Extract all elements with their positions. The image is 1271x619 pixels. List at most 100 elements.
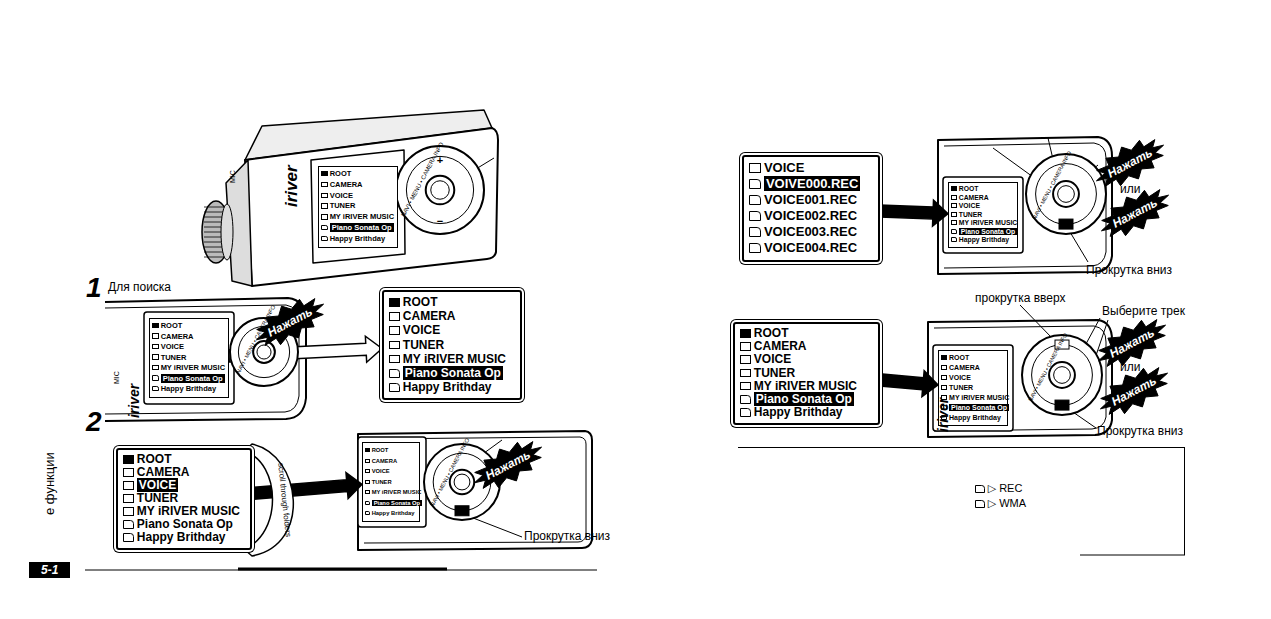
annotation-label: е функции — [43, 452, 56, 515]
menu-item: VOICE — [959, 202, 980, 209]
file-icon — [365, 448, 370, 452]
menu-item: MY iRIVER MUSIC — [403, 352, 506, 366]
menu-line: CAMERA — [152, 332, 226, 343]
file-icon — [951, 220, 957, 225]
note-border — [1080, 555, 1185, 556]
menu-item: ▷ REC — [988, 482, 1023, 494]
press-starburst — [1100, 368, 1167, 415]
menu-item: Piano Sonata Op — [330, 223, 394, 232]
menu-item: VOICE001.REC — [764, 192, 857, 207]
menu-item: MY iRIVER MUSIC — [372, 489, 422, 495]
menu-item: VOICE — [764, 160, 804, 175]
menu-item: CAMERA — [754, 339, 807, 353]
device-body — [938, 137, 1112, 274]
file-icon — [740, 408, 751, 417]
menu-item: MY iRIVER MUSIC — [330, 212, 394, 221]
menu-item: TUNER — [161, 353, 187, 362]
device-contour — [944, 143, 1106, 268]
down-key — [455, 506, 469, 516]
annotation-label: iriver — [283, 165, 300, 207]
menu-item: Happy Brithday — [372, 510, 415, 516]
menu-item: Piano Sonata Op — [959, 228, 1017, 235]
annotation-label: прокрутка вверх — [975, 292, 1065, 304]
menu-item: Happy Brithday — [959, 236, 1009, 243]
file-icon — [740, 382, 751, 391]
menu-line: VOICE — [123, 479, 245, 492]
note-box: ▷ REC▷ WMA — [738, 447, 1185, 555]
center-button-rim — [1054, 367, 1071, 384]
file-icon — [749, 163, 761, 172]
file-icon — [389, 312, 400, 321]
annotation-label: 1 — [86, 274, 102, 302]
file-icon — [740, 355, 751, 364]
screen-frame — [943, 177, 1023, 253]
file-icon — [951, 212, 957, 217]
file-icon — [123, 520, 134, 529]
menu-item: VOIVE000.REC — [764, 176, 861, 191]
file-icon — [321, 182, 328, 187]
annotation-label: NAVI • MENU • CAMERA INFO — [1028, 332, 1069, 402]
device-display: ROOTCAMERAVOICETUNERMY iRIVER MUSICPiano… — [948, 182, 1018, 248]
flow-arrow — [879, 371, 938, 397]
file-icon — [123, 481, 134, 490]
menu-line: VOICE001.REC — [749, 192, 873, 208]
file-icon — [389, 326, 400, 335]
leader-line — [1020, 305, 1052, 338]
file-icon — [951, 186, 957, 191]
file-icon — [321, 203, 328, 208]
menu-item: MY iRIVER MUSIC — [949, 394, 1009, 401]
menu-item: ROOT — [372, 447, 389, 453]
menu-item: ROOT — [137, 452, 172, 466]
file-icon — [389, 383, 400, 392]
file-icon — [975, 500, 985, 508]
menu-line: VOICE002.REC — [749, 208, 873, 224]
annotation-label: или — [1120, 183, 1140, 195]
screen-frame — [144, 312, 234, 404]
center-button — [1053, 181, 1079, 207]
file-icon — [152, 344, 159, 349]
menu-line: ROOT — [123, 453, 245, 466]
file-icon — [365, 459, 370, 463]
file-icon — [749, 211, 761, 220]
menu-line: MY iRIVER MUSIC — [365, 487, 417, 498]
file-icon — [941, 355, 947, 360]
annotation-label: iriver — [936, 398, 950, 432]
file-icon — [749, 179, 761, 188]
menu-line: TUNER — [951, 211, 1015, 220]
control-dial — [396, 146, 484, 234]
menu-line: ROOT — [389, 295, 515, 309]
menu-item: Happy Brithday — [754, 405, 843, 419]
menu-item: CAMERA — [137, 465, 190, 479]
menu-item: VOICE — [949, 374, 971, 381]
menu-line: TUNER — [941, 383, 1005, 393]
menu-line: ROOT — [365, 445, 417, 456]
press-starburst — [1096, 140, 1163, 187]
menu-line: VOICE — [389, 323, 515, 337]
menu-item: CAMERA — [330, 180, 363, 189]
annotation-label: scroll through folders — [276, 463, 292, 538]
menu-line: MY iRIVER MUSIC — [123, 505, 245, 518]
menu-line: TUNER — [123, 492, 245, 505]
file-icon — [321, 171, 328, 176]
menu-item: VOICE — [372, 468, 390, 474]
screen-frame — [358, 437, 426, 527]
menu-item: TUNER — [330, 201, 356, 210]
menu-line: VOICE — [951, 202, 1015, 211]
menu-item: Happy Brithday — [403, 380, 492, 394]
dial-ring — [396, 146, 484, 234]
menu-line: CAMERA — [941, 363, 1005, 373]
annotation-label: NAVI • MENU • CAMERA INFO — [430, 437, 471, 507]
file-icon — [749, 227, 761, 236]
menu-item: VOICE — [330, 191, 353, 200]
file-icon — [365, 501, 370, 505]
menu-line: VOICE004.REC — [749, 240, 873, 256]
annotation-label: 2 — [86, 408, 102, 436]
file-icon — [321, 214, 328, 219]
annotation-label: или — [1120, 361, 1140, 373]
file-icon — [740, 395, 751, 404]
lcd-screen: ROOTCAMERAVOICETUNERMY iRIVER MUSICPiano… — [733, 322, 880, 425]
flow-arrow — [880, 200, 948, 226]
press-callout: Нажать — [484, 448, 533, 482]
